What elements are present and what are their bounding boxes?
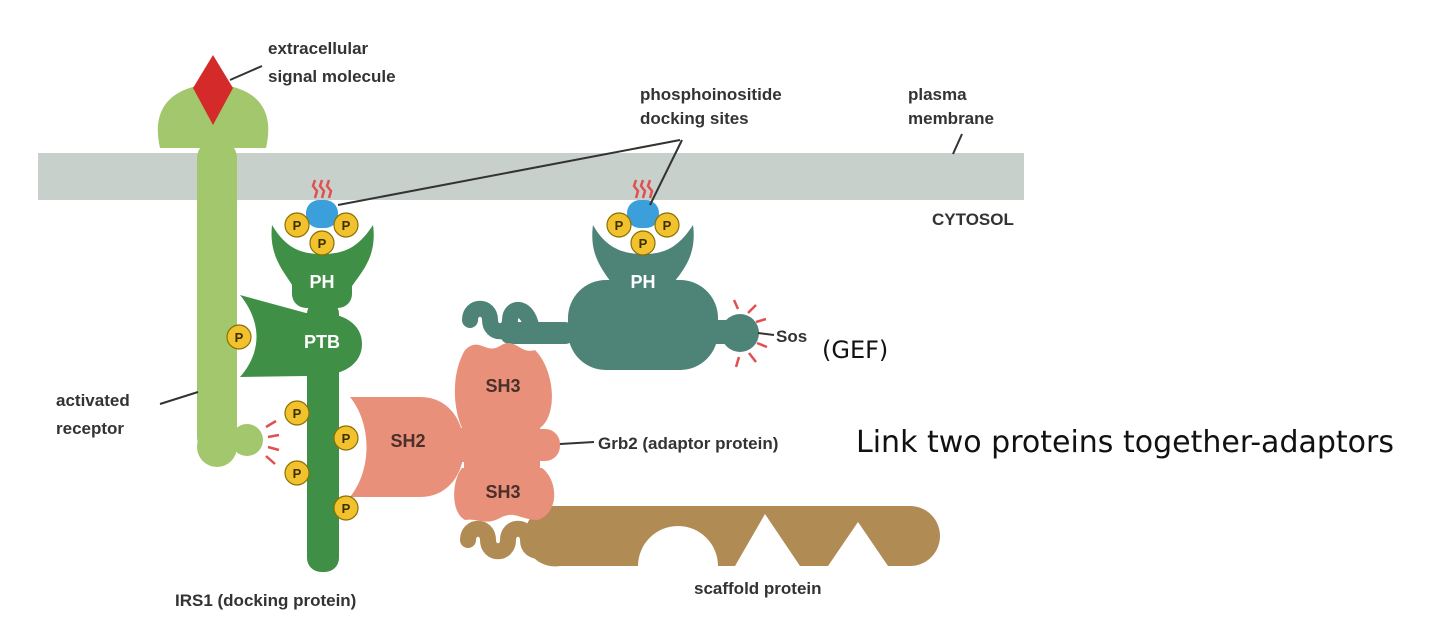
phosphate-receptor: [226, 324, 252, 350]
phosphate-ph2-c: [630, 230, 656, 256]
sos-linker: [462, 300, 540, 340]
scaffold-protein: [524, 506, 940, 567]
phosphate-letter: P: [235, 330, 244, 345]
sos-ph-cup: [592, 225, 694, 294]
plasma-membrane: [38, 153, 1024, 200]
domain-label-sh2: SH2: [390, 431, 425, 451]
domain-label-ptb: PTB: [304, 332, 340, 352]
label-sos: Sos: [776, 327, 807, 346]
lipid-head-right: [627, 200, 659, 228]
phosphate-letter: P: [318, 236, 327, 251]
label-receptor-line2: receptor: [56, 419, 124, 438]
phosphate-letter: P: [342, 501, 351, 516]
phosphate-letter: P: [342, 218, 351, 233]
label-gef: (GEF): [822, 336, 888, 364]
leader-receptor: [159, 391, 199, 405]
grb2-sh3-top: [454, 343, 552, 428]
domain-label-sh3-top: SH3: [485, 376, 520, 396]
domain-label-sh3-bottom: SH3: [485, 482, 520, 502]
phosphate-ph1-b: [333, 212, 359, 238]
leader-grb2: [559, 441, 595, 445]
sos-body: [568, 280, 718, 370]
label-signal-line2: signal molecule: [268, 67, 396, 86]
phosphate-ph1-c: [309, 230, 335, 256]
phosphate-letter: P: [663, 218, 672, 233]
receptor-foot: [197, 427, 237, 467]
phosphate-ph1-a: [284, 212, 310, 238]
phosphate-irs1-3: [284, 460, 310, 486]
signal-molecule: [193, 55, 233, 125]
receptor-activation-rays: [265, 419, 280, 465]
label-membrane-line2: membrane: [908, 109, 994, 128]
phosphate-ph2-a: [606, 212, 632, 238]
label-signal-line1: extracellular: [268, 39, 369, 58]
label-irs1: IRS1 (docking protein): [175, 591, 356, 610]
leader-phospho-right: [649, 139, 683, 206]
phosphate-letter: P: [293, 466, 302, 481]
leader-phospho-left: [337, 139, 681, 206]
grb2-sh2: [350, 397, 464, 497]
phosphate-ph2-b: [654, 212, 680, 238]
phosphate-letter: P: [293, 406, 302, 421]
phosphate-letters: P P P P P P P P P P P: [235, 218, 672, 516]
grb2-tail: [520, 429, 560, 461]
leader-sos: [757, 332, 775, 336]
sos-protein: [500, 225, 759, 370]
leader-membrane: [952, 133, 963, 155]
irs1-ph-body: [292, 258, 352, 308]
irs1-ptb: [240, 295, 362, 377]
sos-activation-rays: [732, 299, 768, 368]
phosphate-irs1-4: [333, 495, 359, 521]
receptor-foot-tip: [231, 424, 263, 456]
phosphate-letter: P: [639, 236, 648, 251]
activated-receptor: [157, 84, 269, 467]
label-phospho-line2: docking sites: [640, 109, 749, 128]
lipid-docking-right: [627, 179, 659, 228]
phosphate-groups: [226, 212, 680, 521]
label-membrane-line1: plasma: [908, 85, 967, 104]
leader-signal: [229, 65, 263, 81]
label-receptor-line1: activated: [56, 391, 130, 410]
scaffold-linker: [460, 520, 564, 560]
phosphate-irs1-1: [284, 400, 310, 426]
lipid-head-left: [306, 200, 338, 228]
label-scaffold: scaffold protein: [694, 579, 822, 598]
label-grb2: Grb2 (adaptor protein): [598, 434, 778, 453]
label-cytosol: CYTOSOL: [932, 210, 1014, 229]
irs1-protein: [240, 225, 374, 572]
lipid-docking-left: [306, 179, 338, 228]
annotation-adaptors: Link two proteins together-adaptors: [856, 425, 1394, 460]
grb2-protein: [350, 343, 560, 522]
domain-label-ph: PH: [309, 272, 334, 292]
leader-lines: [159, 65, 963, 445]
label-phospho-line1: phosphoinositide: [640, 85, 782, 104]
domain-label-ph-sos: PH: [630, 272, 655, 292]
sos-tip: [721, 314, 759, 352]
phosphate-irs1-2: [333, 425, 359, 451]
receptor-stalk: [197, 140, 237, 455]
phosphate-letter: P: [293, 218, 302, 233]
phosphate-letter: P: [615, 218, 624, 233]
phosphate-letter: P: [342, 431, 351, 446]
grb2-sh3-bottom: [454, 468, 555, 522]
